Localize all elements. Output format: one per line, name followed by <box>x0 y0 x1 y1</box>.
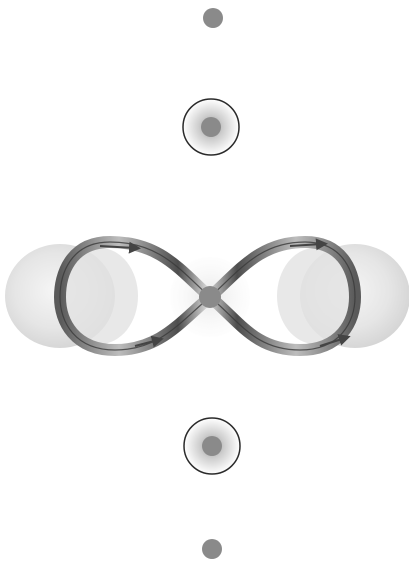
figure-eight-assembly <box>5 242 409 350</box>
top-dot <box>203 8 223 28</box>
bottom-dot <box>202 539 222 559</box>
bottom-ring-center-dot <box>202 436 222 456</box>
top-ringed-dot <box>183 99 239 155</box>
bottom-ringed-dot <box>184 418 240 474</box>
top-ring-center-dot <box>201 117 221 137</box>
center-dot <box>199 286 221 308</box>
